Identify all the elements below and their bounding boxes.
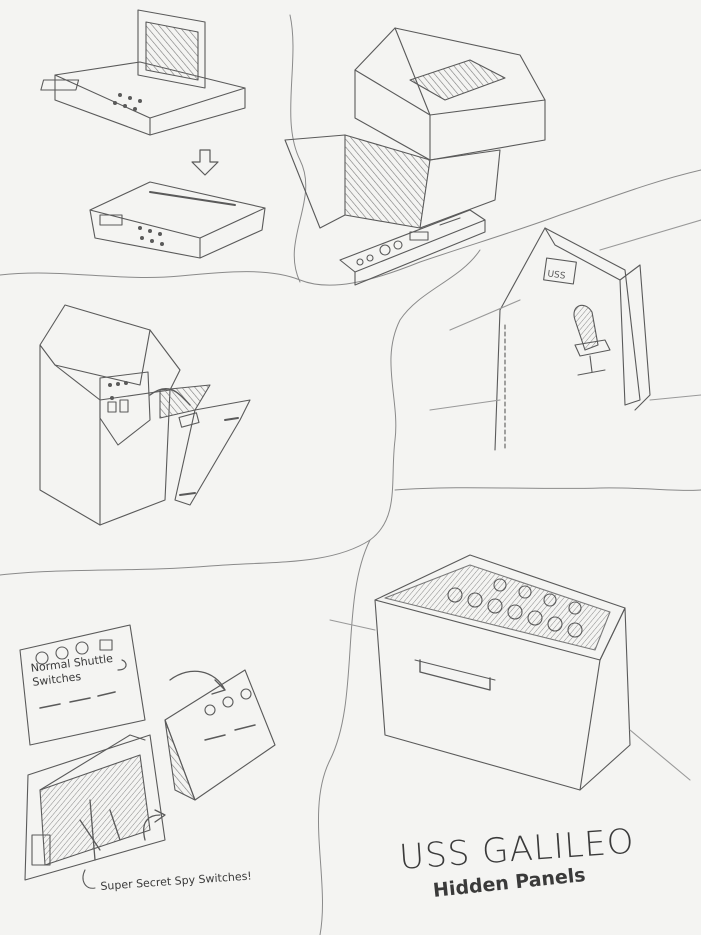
- section-dividers: [0, 14, 701, 935]
- console-foldout-sketch: [284, 27, 546, 286]
- switch-drawer-sketch: [329, 554, 691, 791]
- svg-text:USS: USS: [547, 269, 567, 281]
- panel-swap-diagram-sketch: [19, 624, 276, 889]
- cabinet-swing-door-sketch: [39, 304, 251, 526]
- cabin-doorway-sketch: USS: [429, 219, 701, 451]
- console-with-monitor-sketch: [40, 9, 266, 259]
